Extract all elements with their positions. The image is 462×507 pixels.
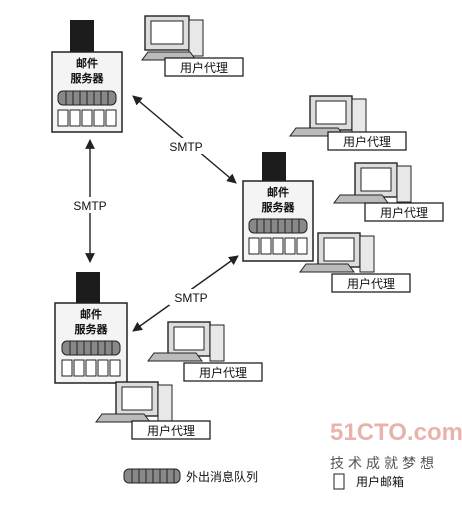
legend-queue-swatch [123,468,181,484]
legend-mailbox-label: 用户邮箱 [356,474,404,489]
server-label-2: 服务器 [75,322,109,336]
user-agent-pc-bottom-1: 用户代理 [147,321,263,382]
keyboard-icon [333,194,389,204]
user-agent-pc-right-2: 用户代理 [333,162,444,222]
user-mailboxes [248,237,308,255]
monitor-icon [317,232,361,268]
monitor-icon [144,15,190,51]
user-agent-pc-top: 用户代理 [141,15,244,77]
user-agent-label: 用户代理 [380,205,428,220]
keyboard-icon [299,263,355,273]
keyboard-icon [147,352,203,362]
server-label-1: 邮件 [80,307,102,321]
monitor-icon [354,162,398,198]
mail-server-top-left: 邮件 服务器 [51,20,123,133]
tower-icon [351,98,367,136]
smtp-label-bottom: SMTP [174,291,207,305]
watermark: 51CTO.com 技术成就梦想 [330,419,462,471]
monitor-icon [115,381,159,417]
user-agent-label: 用户代理 [180,60,228,75]
tower-icon [157,384,173,422]
tower-icon [188,19,204,57]
tower-icon [359,235,375,273]
watermark-site: 51CTO.com [330,419,462,446]
user-agent-label: 用户代理 [199,365,247,380]
monitor-icon [167,321,211,357]
legend: 外出消息队列 用户邮箱 [123,468,404,490]
server-label-1: 邮件 [76,56,98,70]
user-agent-pc-right-3: 用户代理 [299,232,411,293]
smtp-label-top: SMTP [169,140,202,154]
user-agent-pc-bottom-2: 用户代理 [95,381,211,440]
user-mailboxes [57,109,117,127]
user-agent-label: 用户代理 [343,134,391,149]
mail-server-bottom-left: 邮件 服务器 [54,272,128,384]
server-label-2: 服务器 [71,71,105,85]
mail-server-right: 邮件 服务器 [242,152,314,262]
user-mailboxes [61,359,121,377]
watermark-slogan: 技术成就梦想 [330,455,438,471]
monitor-icon [309,95,353,131]
user-agent-label: 用户代理 [147,423,195,438]
tower-icon [209,324,225,362]
legend-mailbox-swatch [333,473,345,490]
server-label-1: 邮件 [267,185,289,199]
user-agent-pc-right-1: 用户代理 [289,95,407,151]
tower-icon [396,165,412,203]
server-label-2: 服务器 [262,200,296,214]
legend-queue-label: 外出消息队列 [186,469,258,484]
user-agent-label: 用户代理 [347,276,395,291]
smtp-label-left: SMTP [73,199,106,213]
